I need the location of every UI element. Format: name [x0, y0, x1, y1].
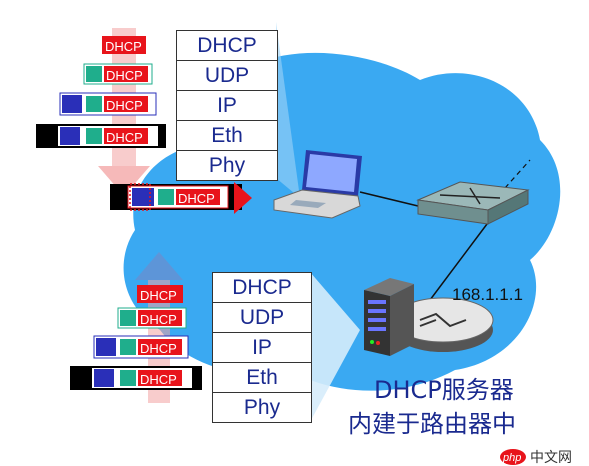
server-layer-dhcp: DHCP [213, 273, 311, 303]
svg-text:php: php [502, 452, 521, 464]
svg-text:DHCP: DHCP [106, 98, 143, 113]
server-packet-dhcp: DHCP [137, 285, 183, 303]
server-layer-eth: Eth [213, 363, 311, 393]
server-packet-ip: DHCP [93, 335, 189, 359]
switch-icon [416, 181, 530, 225]
svg-text:DHCP: DHCP [178, 191, 215, 206]
router-ip-label: 168.1.1.1 [452, 285, 523, 304]
svg-text:DHCP: DHCP [106, 68, 143, 83]
switch-uplink [504, 159, 531, 189]
caption-line1: DHCP服务器 [374, 376, 514, 404]
client-layer-dhcp: DHCP [177, 31, 277, 61]
server-projection [310, 272, 360, 422]
server-icon [364, 278, 414, 356]
packet-dhcp-label: DHCP [105, 39, 142, 54]
server-layer-ip: IP [213, 333, 311, 363]
laptop-switch-link [359, 191, 419, 207]
client-packet-dhcp: DHCP [102, 36, 146, 54]
client-layer-phy: Phy [208, 154, 246, 177]
client-projection [276, 22, 300, 198]
server-protocol-stack: DHCP UDP IP Eth Phy [212, 272, 312, 423]
client-layer-eth: Eth [177, 121, 277, 151]
svg-text:DHCP: DHCP [140, 312, 177, 327]
server-layer-udp: UDP [213, 303, 311, 333]
client-packet-udp: DHCP [83, 63, 153, 85]
server-packet-eth: DHCP [70, 366, 202, 390]
router-icon [392, 297, 494, 352]
svg-text:DHCP: DHCP [106, 130, 143, 145]
client-layer-udp: UDP [177, 61, 277, 91]
client-protocol-stack: DHCP UDP IP Eth Phy [176, 30, 278, 181]
caption-line2: 内建于路由器中 [348, 410, 516, 438]
svg-text:DHCP: DHCP [140, 341, 177, 356]
server-layer-phy: Phy [243, 396, 281, 419]
client-frame-on-link: DHCP [110, 182, 252, 214]
svg-text:中文网: 中文网 [530, 450, 572, 466]
laptop-icon [273, 150, 362, 219]
client-packet-ip: DHCP [59, 92, 157, 116]
server-packet-udp: DHCP [117, 307, 187, 329]
svg-text:DHCP: DHCP [140, 372, 177, 387]
switch-router-link [429, 219, 491, 301]
svg-text:DHCP: DHCP [140, 288, 177, 303]
client-layer-ip: IP [177, 91, 277, 121]
watermark-logo: php 中文网 [500, 449, 572, 466]
client-packet-eth: DHCP [36, 124, 166, 148]
